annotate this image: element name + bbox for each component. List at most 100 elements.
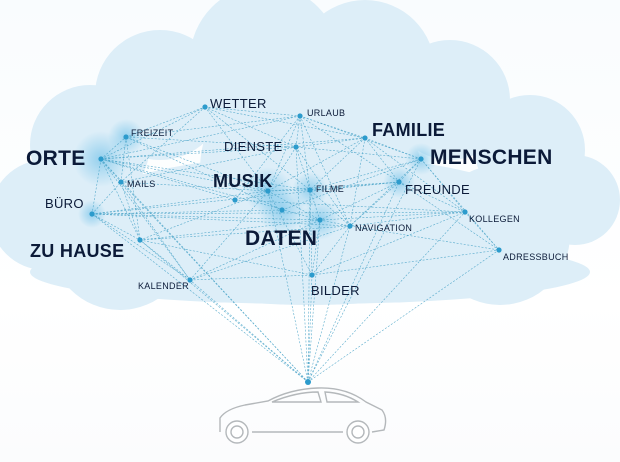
node-urlaub [297,113,303,119]
label-mails: MAILS [127,179,156,189]
connection-line [311,225,351,276]
connection-line [307,189,311,383]
connection-line [125,136,297,148]
node-musik [265,188,271,194]
connection-line [100,106,206,160]
connection-line [464,211,500,251]
connection-line [100,158,141,241]
connection-line [189,225,351,281]
node-mid-b [279,207,285,213]
label-familie: FAMILIE [372,120,446,140]
connection-line [189,190,269,281]
connection-line [307,219,321,383]
node-navigation [347,223,353,229]
connection-line [299,115,311,191]
connection-line [299,115,400,183]
connection-line [125,136,141,241]
label-freizeit: FREIZEIT [131,128,174,138]
connection-line [120,181,309,383]
connection-line [100,115,301,160]
connection-line [349,181,400,227]
node-kalender [187,277,193,283]
connection-line [91,190,269,215]
label-adressbuch: ADRESSBUCH [503,252,569,262]
node-filme [307,187,313,193]
label-kalender: KALENDER [138,281,189,291]
connection-line [349,158,422,227]
connection-line [100,158,309,383]
connection-line [204,106,297,148]
node-mails [118,179,124,185]
connection-line [295,146,311,191]
label-wetter: WETTER [210,96,267,111]
connection-line [281,158,422,211]
connection-line [267,115,301,192]
label-urlaub: URLAUB [307,108,346,118]
connection-line [307,249,500,383]
connection-line [204,106,301,117]
label-menschen: MENSCHEN [430,146,553,169]
connection-line [139,190,269,241]
connection-line [204,106,311,191]
label-musik: MUSIK [213,171,273,191]
node-mid-a [232,197,238,203]
label-kollegen: KOLLEGEN [469,214,520,224]
node-zu-hause [137,237,143,243]
connection-line [307,211,466,383]
connection-line [91,213,141,241]
node-familie [362,135,368,141]
label-zu-hause: ZU HAUSE [30,241,125,261]
connection-line [319,211,466,221]
connection-line [204,106,269,192]
connection-line [100,137,366,160]
label-freunde: FREUNDE [405,182,470,197]
connection-line [100,136,127,160]
connection-line [307,181,400,383]
connection-line [100,158,269,192]
label-navigation: NAVIGATION [355,223,413,233]
connection-line [139,219,321,241]
connection-line [120,181,269,192]
label-daten: DATEN [245,227,318,250]
connection-line [309,158,422,191]
connection-line [100,146,297,160]
connection-line [420,158,500,251]
connection-line [91,213,191,281]
connection-line [189,274,313,281]
connection-line [364,137,466,213]
node-car [305,379,311,385]
node-adressbuch [496,247,502,253]
connection-line [267,181,400,192]
connection-line [91,181,400,215]
connection-line [234,199,466,213]
label-filme: FILME [316,184,345,194]
node-wetter [202,104,208,110]
node-menschen [418,156,424,162]
connection-line [295,115,301,148]
connection-line [125,136,269,192]
connection-line [398,181,466,213]
connection-line [295,137,366,148]
car-icon [219,387,387,444]
connection-line [100,158,236,201]
connection-line [189,219,321,281]
connection-line [139,239,313,276]
connection-line [100,158,321,221]
connection-line [309,189,351,227]
connection-line [311,211,466,276]
node-freizeit [123,134,129,140]
connection-line [309,181,400,191]
node-kollegen [462,209,468,215]
cloud-shape [0,0,620,310]
label-bilder: BILDER [311,283,360,298]
connection-line [311,249,500,276]
connection-line [139,239,309,383]
connection-line [267,190,309,383]
connection-line [267,190,321,221]
connection-line [295,146,309,383]
connection-line [349,211,466,227]
node-freunde [396,179,402,185]
connection-line [120,146,297,183]
node-buero [89,211,95,217]
connection-line [125,115,301,138]
